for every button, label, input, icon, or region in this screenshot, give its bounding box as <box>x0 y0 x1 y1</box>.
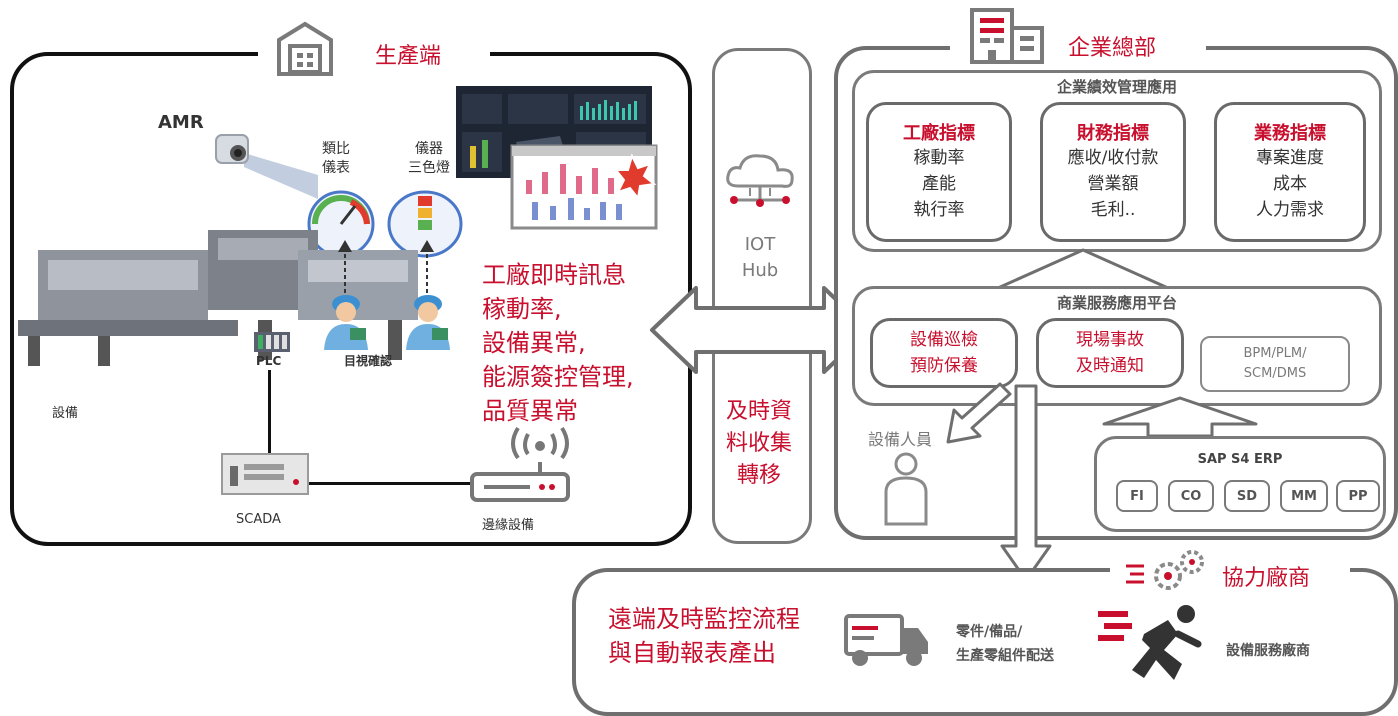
erp-module-mm: MM <box>1280 480 1328 512</box>
plc-scada-line <box>268 370 271 458</box>
parts-line1: 零件/備品/ <box>956 624 1023 640</box>
alert-chart-window <box>510 144 658 230</box>
iot-hub-panel <box>712 48 812 544</box>
data-transfer-line2: 料收集 <box>725 431 792 456</box>
data-transfer-label: 及時資 料收集 轉移 <box>718 396 800 492</box>
kpi-line: 應收/收付款 <box>1067 148 1159 168</box>
erp-module-sd: SD <box>1224 480 1270 512</box>
wireless-signal-icon <box>511 426 569 460</box>
dashed-arrow-meter <box>338 240 352 300</box>
iot-hub-line1: IOT <box>744 234 776 255</box>
visual-check-label: 目視確認 <box>344 354 393 368</box>
plc-label: PLC <box>256 354 282 368</box>
down-arrow-partners <box>1000 384 1052 582</box>
partners-title: 協力廠商 <box>1222 566 1311 591</box>
kpi-line: 毛利.. <box>1090 200 1136 220</box>
equipment-illustration <box>18 230 418 366</box>
erp-module-fi: FI <box>1116 480 1158 512</box>
box2-line1: 現場事故 <box>1076 330 1144 350</box>
remote-monitoring: 遠端及時監控流程 與自動報表產出 <box>608 602 800 670</box>
kpi-card-business-title: 業務指標 <box>1254 123 1326 144</box>
factory-info-line1: 稼動率, <box>482 295 562 323</box>
worker-icon-2 <box>406 295 450 350</box>
parts-line2: 生產零組件配送 <box>956 648 1054 664</box>
kpi-card-finance-title: 財務指標 <box>1077 123 1149 144</box>
analog-gauge-icon <box>307 190 375 258</box>
edge-device-label: 邊緣設備 <box>482 518 535 533</box>
person-icon <box>884 452 928 526</box>
scada-label: SCADA <box>236 512 281 527</box>
kpi-line: 產能 <box>922 174 956 194</box>
erp-module-co: CO <box>1168 480 1214 512</box>
factory-building-icon <box>277 21 333 76</box>
scada-edge-line <box>306 482 470 485</box>
up-arrow-kpi <box>996 248 1170 290</box>
erp-module-pp: PP <box>1336 480 1380 512</box>
kpi-line: 專案進度 <box>1256 148 1324 168</box>
diagonal-arrow-staff <box>946 382 1012 444</box>
scada-server-icon <box>221 453 309 495</box>
edge-device-icon <box>470 462 570 502</box>
remote-line1: 遠端及時監控流程 <box>608 605 800 633</box>
box1-line1: 設備巡檢 <box>910 330 978 350</box>
bpm-box: BPM/PLM/ SCM/DMS <box>1200 336 1350 392</box>
iot-hub-label: IOT Hub <box>732 232 788 284</box>
staff-label: 設備人員 <box>868 430 933 449</box>
remote-line2: 與自動報表產出 <box>608 639 776 667</box>
box2-line2: 及時通知 <box>1076 356 1144 376</box>
instrument-light-label: 儀器 三色燈 <box>408 140 450 178</box>
bpm-line2: SCM/DMS <box>1243 366 1307 381</box>
kpi-card-finance: 財務指標 應收/收付款 營業額 毛利.. <box>1040 102 1186 242</box>
inspection-maintenance-box: 設備巡檢 預防保養 <box>870 318 1018 388</box>
tower-light-icon <box>387 190 463 258</box>
gears-icon <box>1126 550 1204 590</box>
incident-notify-box: 現場事故 及時通知 <box>1036 318 1184 388</box>
instrument-light-line1: 儀器 <box>415 141 443 157</box>
equipment-label: 設備 <box>52 406 79 421</box>
amr-label: AMR <box>158 112 204 133</box>
analog-meter-line1: 類比 <box>322 141 350 157</box>
running-person-icon <box>1098 605 1202 680</box>
analog-meter-line2: 儀表 <box>322 160 350 176</box>
factory-info: 工廠即時訊息 稼動率, 設備異常, 能源簽控管理, 品質異常 <box>482 258 634 428</box>
delivery-truck-icon <box>844 614 928 666</box>
kpi-line: 成本 <box>1273 174 1307 194</box>
analog-meter-label: 類比 儀表 <box>322 140 350 178</box>
kpi-line: 營業額 <box>1087 174 1139 194</box>
factory-info-line4: 品質異常 <box>482 397 578 425</box>
factory-info-line2: 設備異常, <box>482 329 586 357</box>
service-platform-title: 商業服務應用平台 <box>1056 294 1177 312</box>
parts-delivery: 零件/備品/ 生產零組件配送 <box>956 620 1054 668</box>
kpi-line: 執行率 <box>913 200 965 220</box>
kpi-line: 人力需求 <box>1256 200 1324 220</box>
kpi-line: 稼動率 <box>913 148 965 168</box>
kpi-card-business: 業務指標 專案進度 成本 人力需求 <box>1214 102 1366 242</box>
instrument-light-line2: 三色燈 <box>408 160 450 176</box>
iot-hub-line2: Hub <box>741 260 779 281</box>
dashed-arrow-light <box>420 240 434 300</box>
cloud-network-icon <box>726 154 794 207</box>
hq-title: 企業總部 <box>1068 36 1157 61</box>
bpm-line1: BPM/PLM/ <box>1243 346 1307 361</box>
plc-icon <box>254 332 290 352</box>
production-title: 生產端 <box>375 44 442 69</box>
service-vendor-label: 設備服務廠商 <box>1226 643 1310 659</box>
box1-line2: 預防保養 <box>910 356 978 376</box>
data-transfer-line3: 轉移 <box>736 463 781 488</box>
kpi-app-title: 企業績效管理應用 <box>1056 78 1177 96</box>
kpi-card-factory: 工廠指標 稼動率 產能 執行率 <box>866 102 1012 242</box>
worker-icon <box>324 295 368 350</box>
factory-info-title: 工廠即時訊息 <box>482 261 626 289</box>
factory-info-line3: 能源簽控管理, <box>482 363 634 391</box>
office-building-icon <box>970 8 1044 64</box>
amr-camera-icon <box>215 134 318 199</box>
kpi-card-factory-title: 工廠指標 <box>903 123 975 144</box>
up-arrow-erp <box>1102 396 1258 438</box>
erp-title: SAP S4 ERP <box>1197 452 1283 467</box>
data-transfer-line1: 及時資 <box>725 399 792 424</box>
